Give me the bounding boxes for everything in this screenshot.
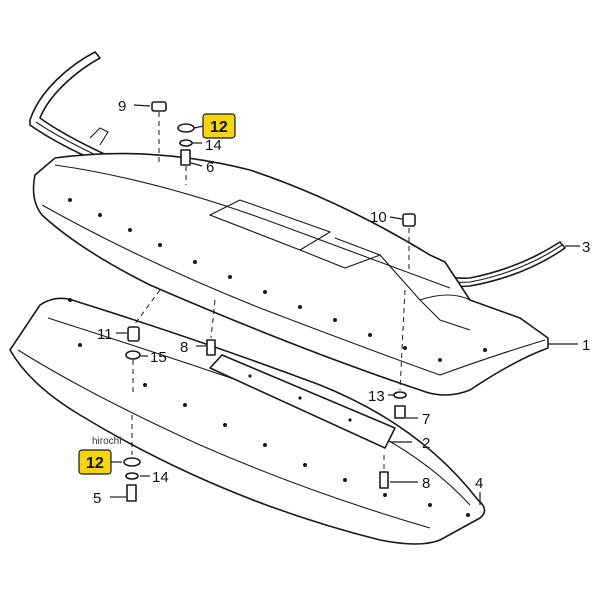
callout-14-top: 14 <box>205 137 222 154</box>
leader-lines <box>110 104 580 505</box>
callout-11: 11 <box>97 326 113 343</box>
callout-5: 5 <box>93 490 101 507</box>
watermark: hirochi <box>92 436 121 447</box>
callouts: 9 12 14 6 10 3 1 11 15 8 13 7 2 8 4 12 1… <box>78 98 590 507</box>
callout-14-lower: 14 <box>152 469 169 486</box>
callout-8-upper: 8 <box>180 339 188 356</box>
spoiler-body <box>32 127 549 396</box>
fasteners <box>123 101 416 502</box>
callout-12-top: 12 <box>210 119 228 136</box>
callout-7: 7 <box>422 411 430 428</box>
callout-2: 2 <box>422 435 430 452</box>
highlight-box-12-top <box>202 113 236 139</box>
callout-4: 4 <box>475 475 483 492</box>
callout-13: 13 <box>368 388 385 405</box>
callout-9: 9 <box>118 98 126 115</box>
highlight-box-12-lower <box>78 449 112 475</box>
callout-15: 15 <box>150 349 167 366</box>
assembly-lines <box>131 112 410 470</box>
callout-8-lower: 8 <box>422 475 430 492</box>
spoiler-holes <box>68 198 487 362</box>
callout-10: 10 <box>370 209 387 226</box>
callout-1: 1 <box>582 337 590 354</box>
lower-panel <box>9 297 486 545</box>
callout-3: 3 <box>582 239 590 256</box>
callout-6: 6 <box>206 159 214 176</box>
flat-strip <box>209 354 396 449</box>
callout-12-lower: 12 <box>86 455 104 472</box>
